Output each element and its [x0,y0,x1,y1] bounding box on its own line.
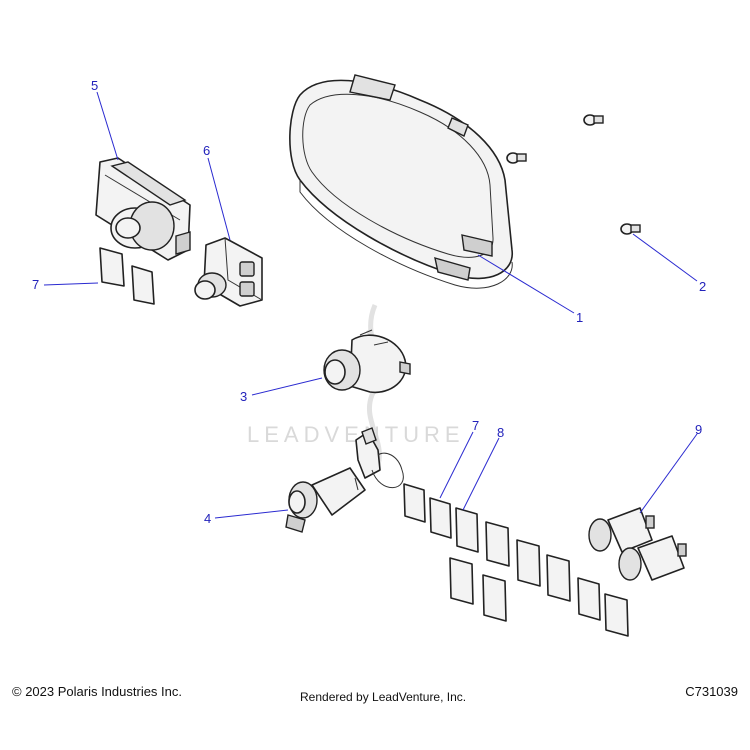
screws [506,114,641,235]
leader-line [251,377,323,396]
leader-line [477,254,575,314]
screw [620,223,641,235]
rocker-switch [485,521,510,567]
leader-line [96,91,119,161]
leader-line [439,431,474,499]
instrument-cluster [289,74,513,289]
switch-module [95,157,191,261]
rocker-switch [482,574,507,622]
leader-line [632,233,698,282]
key-switch [323,329,411,394]
blank-caps-left [99,247,155,305]
blank-cap [429,497,452,539]
knob-switch [194,237,263,307]
leader-line [214,509,289,519]
blank-cap [577,577,601,621]
callout-4: 4 [204,511,211,526]
rocker-switch [516,539,541,587]
rocker-switch [546,554,571,602]
callout-8: 8 [497,425,504,440]
screw [506,152,527,164]
blank-cap [604,593,629,637]
leader-line [639,433,698,514]
usb-sockets [588,507,687,581]
callout-6: 6 [203,143,210,158]
leader-line [462,437,500,511]
leader-line [43,282,99,286]
blank-cap [131,265,155,305]
leader-line [207,157,231,241]
rocker-switches [403,483,629,637]
screw [583,114,604,126]
callout-9: 9 [695,422,702,437]
usb-socket [618,535,687,581]
blank-cap [403,483,426,523]
diagram-code: C731039 [685,684,738,699]
leader-lines [43,91,698,519]
callout-7: 7 [32,277,39,292]
callouts: 5 6 7 1 2 3 4 7 8 9 [32,78,706,526]
rendered-by-text: Rendered by LeadVenture, Inc. [300,690,467,704]
callout-5: 5 [91,78,98,93]
usb-socket [588,507,655,553]
callout-7-rocker: 7 [472,418,479,433]
watermark-text: LEADVENTURE [247,422,465,447]
callout-3: 3 [240,389,247,404]
rocker-switch [449,557,474,605]
rocker-switch [455,507,479,553]
callout-1: 1 [576,310,583,325]
power-socket [285,427,404,533]
callout-2: 2 [699,279,706,294]
copyright-text: © 2023 Polaris Industries Inc. [12,684,182,699]
blank-cap [99,247,125,287]
